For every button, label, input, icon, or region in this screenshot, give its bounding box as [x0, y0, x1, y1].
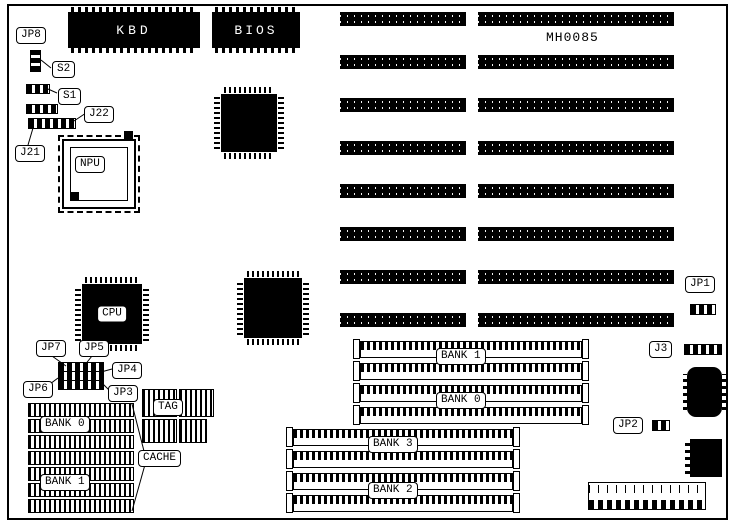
chipset-chip-lower: [237, 271, 309, 345]
power-connector: [588, 482, 706, 510]
tag-sram-chip: [142, 419, 177, 443]
label-jp7: JP7: [36, 340, 66, 357]
label-jp6: JP6: [23, 381, 53, 398]
cpu-chip: CPU: [75, 277, 149, 351]
label-simm-bank3: BANK 3: [368, 436, 418, 453]
chip-pins-left: [214, 97, 220, 149]
npu-label: NPU: [75, 156, 105, 173]
label-jp5: JP5: [79, 340, 109, 357]
cpu-label: CPU: [97, 305, 127, 323]
jp1-jumper-pins: [690, 304, 716, 315]
chip-pins-right: [143, 287, 149, 341]
cache-chip-row: [28, 451, 134, 465]
isa-slot-segment: [478, 12, 674, 26]
isa-slot-segment: [478, 98, 674, 112]
board-outline: [7, 4, 728, 520]
chip-pins-bottom: [85, 345, 139, 351]
label-jp1: JP1: [685, 276, 715, 293]
bios-label: BIOS: [234, 22, 278, 38]
isa-slot-segment: [478, 141, 674, 155]
cache-chip-row: [28, 499, 134, 513]
label-j21: J21: [15, 145, 45, 162]
chip-pins-right: [278, 97, 284, 149]
isa-slot-segment: [340, 184, 466, 198]
simm-socket: [353, 405, 589, 425]
chip-pins-bottom: [224, 153, 274, 159]
bios-chip: BIOS: [212, 7, 300, 53]
chip-pins-left: [237, 281, 243, 335]
chip-pins-left: [75, 287, 81, 341]
chip-pins-top: [247, 271, 299, 277]
j21-header-pins: [28, 118, 76, 129]
label-s2: S2: [52, 61, 76, 78]
label-j3: J3: [649, 341, 673, 358]
label-tag: TAG: [153, 399, 183, 416]
simm-socket: [353, 361, 589, 381]
chip-body: [221, 94, 277, 152]
label-simm-bank2: BANK 2: [368, 482, 418, 499]
jp2-jumper-pins: [652, 420, 670, 431]
label-jp4: JP4: [112, 362, 142, 379]
isa-slot-segment: [478, 313, 674, 327]
jumper-block-row: [58, 380, 104, 390]
label-jp2: JP2: [613, 417, 643, 434]
cache-chip-row: [28, 435, 134, 449]
label-cache: CACHE: [138, 450, 182, 467]
label-cache-bank1: BANK 1: [40, 474, 90, 491]
isa-slot-segment: [478, 270, 674, 284]
isa-slot-segment: [340, 12, 466, 26]
npu-socket: NPU: [58, 135, 140, 213]
isa-slot-segment: [478, 227, 674, 241]
label-jp8: JP8: [16, 27, 46, 44]
j3-header-pins: [684, 344, 722, 355]
isa-slot-segment: [340, 227, 466, 241]
label-cache-bank0: BANK 0: [40, 416, 90, 433]
keyboard-controller-label: KBD: [116, 22, 152, 38]
npu-pin1-marker: [70, 192, 79, 201]
npu-socket-inner: [70, 147, 128, 201]
label-jp3: JP3: [108, 385, 138, 402]
j22-header-pins: [26, 104, 58, 114]
tag-sram-chip: [179, 419, 207, 443]
isa-slot-segment: [340, 141, 466, 155]
chip-pins-top: [224, 87, 274, 93]
simm-socket: [286, 449, 520, 469]
jp8-jumper-pins: [30, 50, 41, 72]
label-simm-bank0: BANK 0: [436, 392, 486, 409]
isa-slot-segment: [478, 55, 674, 69]
label-simm-bank1: BANK 1: [436, 348, 486, 365]
label-j22: J22: [84, 106, 114, 123]
cache-chip-row: [28, 403, 134, 417]
tag-sram-chip: [179, 389, 214, 417]
keyboard-din-connector: [683, 367, 726, 417]
board-model: MH0085: [546, 30, 599, 45]
isa-slot-segment: [340, 313, 466, 327]
npu-corner-marker: [124, 131, 133, 140]
isa-slot-segment: [340, 98, 466, 112]
keyboard-controller-chip: KBD: [68, 7, 200, 53]
chip-pins-right: [303, 281, 309, 335]
isa-slot-segment: [340, 55, 466, 69]
isa-slot-segment: [478, 184, 674, 198]
chip-pins-top: [85, 277, 139, 283]
label-s1: S1: [58, 88, 82, 105]
simm-socket: [286, 493, 520, 513]
isa-slot-segment: [340, 270, 466, 284]
s1-switch-pins: [26, 84, 50, 94]
edge-component: [685, 439, 722, 477]
npu-socket-pins: [58, 135, 140, 213]
chip-body: [244, 278, 302, 338]
chipset-chip-upper: [214, 87, 284, 159]
chip-pins-bottom: [247, 339, 299, 345]
